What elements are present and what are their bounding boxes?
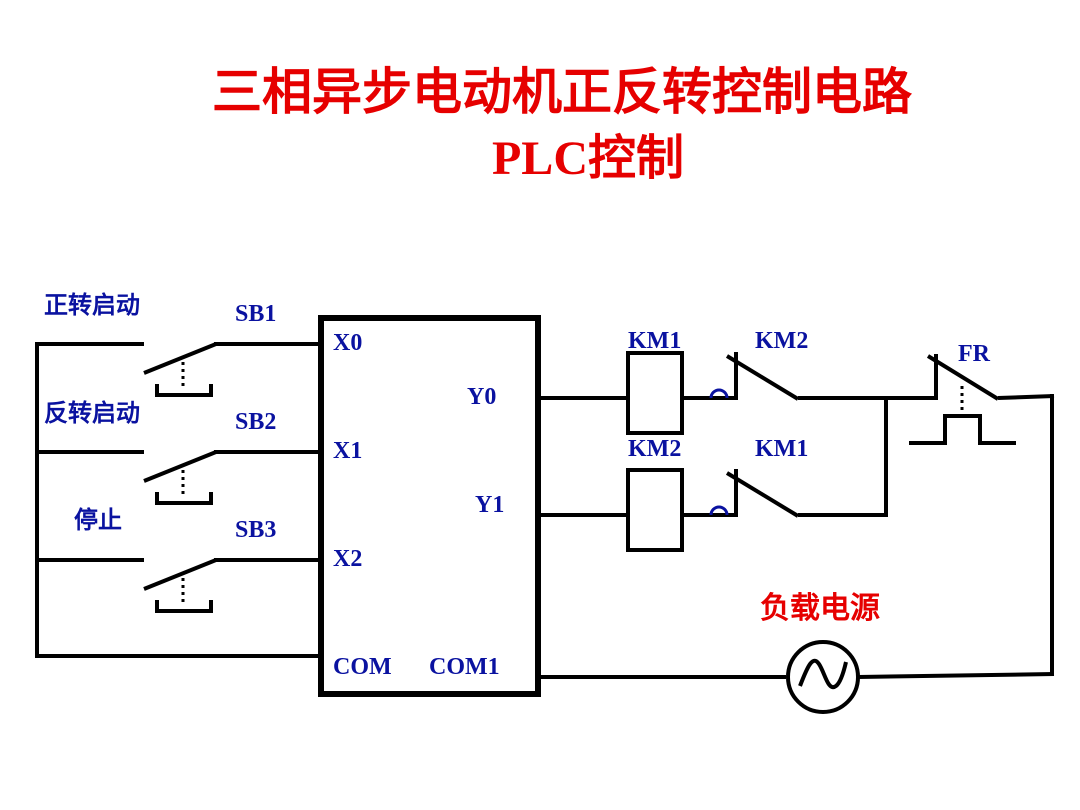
sb1-label: SB1 bbox=[235, 301, 276, 327]
nc-contact-marker-icon bbox=[709, 505, 729, 516]
sb1-function-label: 正转启动 bbox=[44, 291, 140, 319]
terminal-y0: Y0 bbox=[467, 384, 496, 410]
power-source-label: 负载电源 bbox=[760, 591, 880, 626]
output-branch-km1: KM1 KM2 bbox=[538, 328, 936, 435]
terminal-x1: X1 bbox=[333, 438, 362, 464]
terminal-y1: Y1 bbox=[475, 492, 504, 518]
km1-interlock-label: KM1 bbox=[755, 436, 808, 462]
km2-coil bbox=[626, 468, 684, 552]
sb3-contact-blade bbox=[143, 558, 217, 591]
terminal-x0: X0 bbox=[333, 330, 362, 356]
sb3-label: SB3 bbox=[235, 517, 276, 543]
km2-coil-label: KM2 bbox=[628, 436, 681, 462]
load-power-source: 负载电源 bbox=[538, 591, 1055, 714]
sb2-contact-blade bbox=[143, 450, 217, 483]
fr-out-wire bbox=[997, 394, 1055, 400]
source-to-right-wire bbox=[857, 672, 1055, 679]
switch-sb3: 停止 SB3 bbox=[35, 506, 318, 613]
diagram-subtitle: PLC控制 bbox=[491, 132, 684, 185]
switch-sb2: 反转启动 SB2 bbox=[35, 399, 318, 505]
km1-nc-blade bbox=[725, 471, 800, 518]
diagram-title: 三相异步电动机正反转控制电路 bbox=[212, 64, 912, 120]
plc-module: X0 X1 X2 Y0 Y1 COM COM1 bbox=[318, 315, 541, 697]
terminal-com1: COM1 bbox=[429, 654, 500, 680]
plc-box bbox=[318, 315, 541, 697]
sb1-contact-blade bbox=[143, 342, 217, 375]
sb3-pushbutton-head bbox=[155, 600, 213, 613]
fr-label: FR bbox=[958, 341, 991, 367]
km2-nc-blade bbox=[725, 354, 800, 401]
km1-coil-label: KM1 bbox=[628, 328, 681, 354]
sb3-function-label: 停止 bbox=[74, 506, 122, 534]
sb2-function-label: 反转启动 bbox=[44, 399, 140, 427]
km2-interlock-label: KM2 bbox=[755, 328, 808, 354]
fr-thermal-element bbox=[909, 414, 1016, 445]
terminal-x2: X2 bbox=[333, 546, 362, 572]
overload-relay-fr: FR bbox=[909, 341, 1055, 676]
sb2-pushbutton-head bbox=[155, 492, 213, 505]
left-bus bbox=[35, 342, 318, 658]
terminal-com: COM bbox=[333, 654, 392, 680]
output-branch-km2: KM2 KM1 bbox=[538, 396, 888, 552]
sb1-pushbutton-head bbox=[155, 384, 213, 397]
fr-blade bbox=[926, 354, 1000, 401]
sine-wave-icon bbox=[798, 658, 848, 690]
switch-sb1: 正转启动 SB1 bbox=[35, 291, 318, 397]
nc-contact-marker-icon bbox=[709, 388, 729, 399]
sb2-label: SB2 bbox=[235, 409, 276, 435]
km1-coil bbox=[626, 351, 684, 435]
